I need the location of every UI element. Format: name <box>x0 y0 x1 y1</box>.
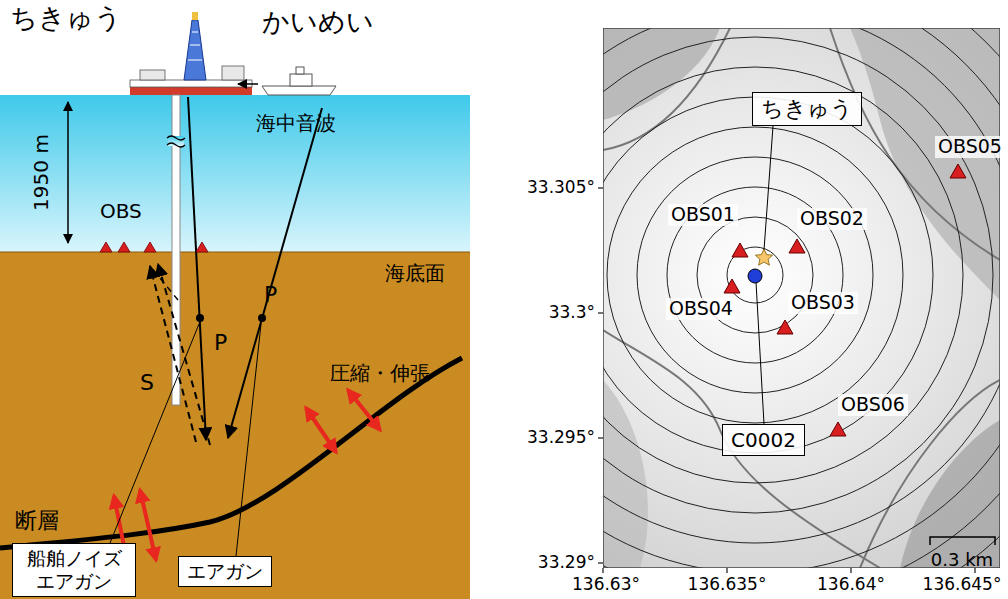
station-label: OBS06 <box>838 394 908 416</box>
obs-markers <box>724 164 966 436</box>
fault-line <box>0 358 462 548</box>
ship-star <box>755 249 772 265</box>
tick-label: 33.295° <box>527 428 595 448</box>
surface-label: 海底面 <box>385 262 445 285</box>
box-text: ちきゅう <box>761 96 853 122</box>
ray-paths <box>150 97 322 445</box>
wave-type: S <box>140 370 154 395</box>
kaimei-ship <box>262 67 336 95</box>
wave-type: P <box>264 282 277 307</box>
tick-label: 33.305° <box>527 178 595 198</box>
box-text: C0002 <box>731 428 796 452</box>
device-label: OBS <box>100 200 142 223</box>
leader-line <box>756 282 764 424</box>
tick-label: 136.64° <box>817 575 885 595</box>
leader-line <box>236 324 261 556</box>
callout-box: C0002 <box>722 424 805 456</box>
site-dot <box>748 269 762 283</box>
chikyu-ship <box>130 12 252 95</box>
leader-line <box>110 324 199 543</box>
station-label: OBS05 <box>935 136 1005 158</box>
bathymetry-map <box>603 28 1000 568</box>
ship-name: かいめい <box>262 6 374 37</box>
dimension: 1950 m <box>30 134 53 211</box>
wave-type: P <box>214 330 227 355</box>
tick-label: 136.645° <box>923 575 1002 595</box>
tick-label: 33.29° <box>538 553 595 573</box>
axis-ticks <box>598 188 975 573</box>
station-label: OBS01 <box>668 204 738 226</box>
ship-name: ちきゅう <box>10 2 122 33</box>
tick-label: 136.635° <box>688 575 767 595</box>
station-label: OBS04 <box>666 298 736 320</box>
scale-label: 0.3 km <box>931 550 993 571</box>
seabed <box>0 252 470 599</box>
depth-arrow <box>67 102 69 243</box>
wave-label: 海中音波 <box>256 112 336 135</box>
tick-label: 33.3° <box>549 303 595 323</box>
station-label: OBS02 <box>797 208 867 230</box>
sea <box>0 95 470 253</box>
callout-box: ちきゅう <box>752 92 862 126</box>
box-text: エアガン <box>187 560 263 583</box>
scale-bar <box>930 537 995 545</box>
stress-arrows <box>114 390 380 566</box>
obs-symbols <box>100 242 208 252</box>
fault-label: 断層 <box>15 508 59 533</box>
callout-box: 船舶ノイズ エアガン <box>12 543 136 597</box>
leader-line <box>764 126 773 250</box>
callout-box: エアガン <box>178 556 272 587</box>
move-arrow <box>238 83 258 85</box>
tick-label: 136.63° <box>572 575 640 595</box>
station-label: OBS03 <box>788 292 858 314</box>
box-text: 船舶ノイズ エアガン <box>21 547 127 593</box>
stress-label: 圧縮・伸張 <box>330 362 430 385</box>
